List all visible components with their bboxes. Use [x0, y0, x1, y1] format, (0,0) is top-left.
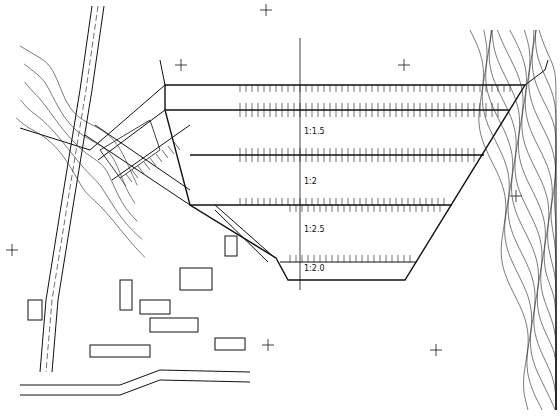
building	[150, 318, 198, 332]
channel	[95, 125, 190, 190]
slope-ratio: 1:2.0	[303, 265, 326, 274]
divider-dike	[190, 204, 452, 205]
building	[28, 300, 42, 320]
grid-cross	[6, 4, 522, 356]
divider-dike	[165, 109, 510, 110]
building	[140, 300, 170, 314]
channel	[90, 85, 165, 150]
building	[225, 236, 237, 256]
access-road	[20, 370, 250, 385]
slope-hatching	[120, 85, 510, 262]
road-edge	[40, 6, 92, 372]
slope-ratio: 1:1.5	[303, 128, 326, 137]
building	[180, 268, 212, 290]
road-centre	[46, 6, 98, 372]
pipe	[160, 60, 165, 85]
slope-toe	[215, 210, 268, 262]
slope-toe	[215, 205, 275, 258]
building	[90, 345, 150, 357]
access-road	[20, 380, 250, 395]
building	[120, 280, 132, 310]
slope-ratio: 1:2	[303, 178, 318, 187]
divider-dike	[190, 154, 484, 155]
basin-outline	[165, 85, 525, 280]
spillway	[525, 60, 548, 85]
axis-line	[300, 38, 301, 290]
building	[215, 338, 245, 350]
channel	[112, 125, 190, 180]
slope-ratio: 1:2.5	[303, 226, 326, 235]
divider-dike	[280, 262, 417, 263]
contour-lines	[16, 30, 556, 410]
road-edge	[52, 6, 104, 372]
